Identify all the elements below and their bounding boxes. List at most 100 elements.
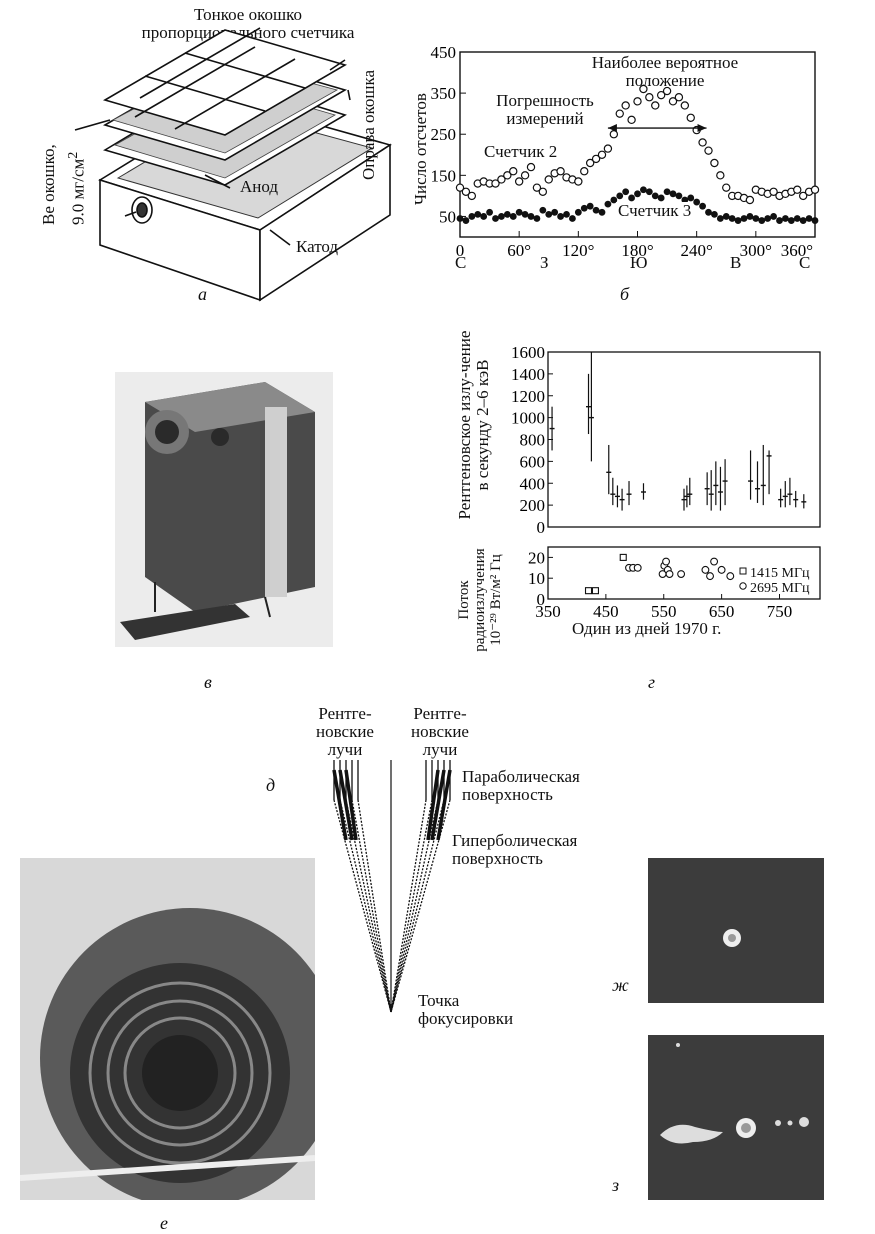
radio-2695-point bbox=[665, 570, 674, 578]
counter2-point bbox=[698, 138, 707, 147]
counter3-point bbox=[734, 217, 742, 224]
counter-diagram bbox=[74, 27, 392, 302]
counter3-point bbox=[699, 202, 706, 210]
counter3-point bbox=[486, 208, 493, 216]
y-tick-label: 50 bbox=[439, 207, 456, 226]
compass-n2: С bbox=[799, 253, 811, 272]
counter3-point bbox=[498, 213, 505, 220]
counter3-point bbox=[616, 192, 624, 200]
counter2-point bbox=[651, 101, 660, 110]
counter2-point bbox=[745, 195, 755, 205]
legend-1415: 1415 МГц bbox=[750, 566, 810, 581]
counter3-point bbox=[462, 217, 470, 224]
counter3-point bbox=[492, 215, 499, 222]
panel-a-title: Тонкое окошко пропорционального счетчика bbox=[141, 5, 355, 42]
counter2-point bbox=[668, 97, 678, 106]
radio-2695-point bbox=[701, 565, 710, 574]
counter2-point bbox=[597, 150, 607, 159]
be-window-label: Ве окошко, bbox=[39, 144, 58, 225]
counter3-point bbox=[746, 213, 754, 220]
error-arrow-head-left bbox=[607, 124, 617, 133]
counter2-point bbox=[509, 167, 518, 176]
counter2-point bbox=[710, 158, 719, 168]
caption-z: з bbox=[612, 1175, 620, 1195]
counter3-point bbox=[782, 215, 789, 222]
x-tick-label: 550 bbox=[651, 602, 677, 620]
y-tick-label: 1200 bbox=[511, 387, 545, 406]
most-probable-label: Наиболее вероятное положение bbox=[591, 53, 739, 90]
counter3-point bbox=[622, 188, 630, 196]
frame-label: Оправа окошка bbox=[359, 69, 378, 180]
counter2-point bbox=[467, 191, 477, 201]
counter2-point bbox=[621, 101, 630, 110]
counter2-point bbox=[585, 158, 595, 168]
counter3-point bbox=[669, 190, 677, 198]
counter2-point bbox=[520, 171, 530, 180]
counter2-point bbox=[798, 191, 808, 201]
compass-n1: С bbox=[455, 253, 467, 272]
counter3-point bbox=[598, 208, 606, 216]
counter3-point bbox=[515, 208, 523, 216]
counter2-point bbox=[645, 93, 654, 102]
y-tick-label: 800 bbox=[520, 431, 546, 450]
x-tick-label: 60° bbox=[507, 241, 531, 260]
counter2-point bbox=[674, 93, 684, 102]
caption-g: г bbox=[648, 672, 656, 692]
counter2-point bbox=[722, 183, 731, 192]
x-tick-label: 0 bbox=[456, 241, 465, 260]
counter3-point bbox=[557, 213, 564, 220]
radio-2695-point bbox=[717, 565, 726, 574]
counter2-point bbox=[639, 84, 648, 94]
caption-zh: ж bbox=[612, 975, 629, 995]
radio-2695-point bbox=[726, 572, 735, 581]
xray-right-label: Рентге- новские лучи bbox=[411, 704, 469, 759]
xray-image-zh bbox=[648, 858, 824, 1003]
counter3-point bbox=[711, 210, 718, 218]
counter3-point bbox=[545, 210, 553, 218]
counter3-point bbox=[716, 215, 724, 222]
y-tick-label: 0 bbox=[537, 518, 546, 537]
counter2-point bbox=[603, 144, 613, 153]
counter3-point bbox=[758, 217, 766, 224]
counter2-point bbox=[526, 162, 536, 172]
x-tick-label: 120° bbox=[562, 241, 594, 260]
counter2-point bbox=[716, 171, 725, 180]
counter3-point bbox=[640, 186, 647, 194]
xray-left-label: Рентге- новские лучи bbox=[316, 704, 374, 759]
counter3-point bbox=[776, 217, 783, 224]
radio-plot-frame bbox=[547, 546, 821, 600]
hyperbolic-label: Гиперболическая поверхность bbox=[452, 831, 578, 868]
counter3-point bbox=[604, 200, 612, 208]
radio-flux-ylabel: Поток радиоизлучения 10⁻²⁹ Вт/м² Гц bbox=[456, 548, 504, 652]
counter3-point bbox=[799, 217, 807, 224]
counter3-point bbox=[610, 196, 618, 204]
radio-2695-point bbox=[677, 570, 686, 578]
telescope-photo bbox=[19, 858, 340, 1208]
radio-2695-point bbox=[710, 557, 719, 566]
x-tick-label: 650 bbox=[709, 602, 735, 620]
y-tick-label: 600 bbox=[520, 452, 546, 471]
counter2-point bbox=[680, 101, 690, 110]
error-label: Погрешность измерений bbox=[496, 91, 594, 128]
focus-label: Точка фокусировки bbox=[418, 991, 514, 1028]
error-arrow-head-right bbox=[697, 124, 707, 133]
radio-1415-point bbox=[591, 587, 600, 595]
counter3-point bbox=[764, 215, 772, 222]
counter2-point bbox=[514, 177, 524, 186]
y-tick-label: 1400 bbox=[511, 365, 545, 384]
radio-2695-point bbox=[662, 557, 671, 566]
counter2-point bbox=[591, 154, 601, 164]
counter2-point bbox=[627, 115, 636, 125]
counter3-label: Счетчик 3 bbox=[616, 201, 694, 220]
counter3-point bbox=[645, 188, 653, 196]
counter3-point bbox=[687, 194, 695, 202]
xray-image-zh-spot bbox=[723, 929, 741, 947]
anode-label: Анод bbox=[240, 177, 279, 196]
counter3-point bbox=[693, 198, 701, 206]
radio-1415-point bbox=[619, 553, 627, 561]
counter2-point bbox=[574, 177, 583, 186]
compass-w: З bbox=[540, 253, 549, 272]
counter2-point bbox=[656, 90, 666, 100]
xray-flux-ylabel: Рентгеновское излу-чение в секунду 2–6 к… bbox=[455, 330, 492, 520]
radio-flux-xlabel: Один из дней 1970 г. bbox=[572, 619, 722, 638]
